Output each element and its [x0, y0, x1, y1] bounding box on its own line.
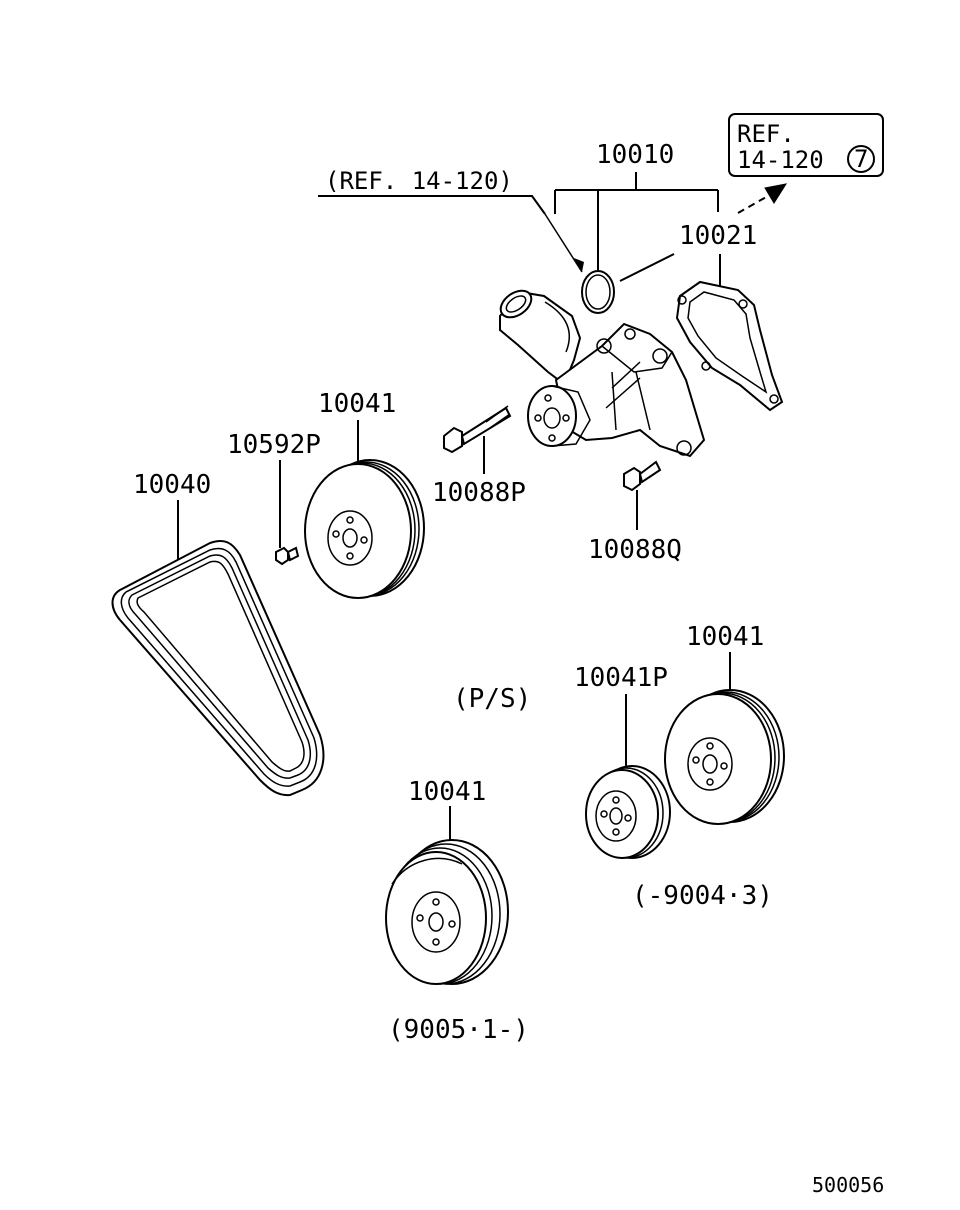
ref-inline-label[interactable]: (REF. 14-120)	[325, 167, 513, 195]
label-pulley-right[interactable]: 10041	[686, 622, 764, 652]
label-small-bolt[interactable]: 10592P	[227, 430, 321, 460]
label-gasket[interactable]: 10021	[679, 221, 757, 251]
label-long-bolt[interactable]: 10088P	[432, 478, 526, 508]
pulley-bottom[interactable]	[385, 839, 509, 985]
long-bolt[interactable]	[443, 405, 512, 454]
water-pump[interactable]	[496, 285, 706, 458]
gasket[interactable]	[675, 280, 784, 412]
short-bolt[interactable]	[623, 460, 662, 492]
ref-box-circle-number: 7	[854, 145, 868, 173]
water-pump-leader	[554, 172, 719, 270]
label-range-early[interactable]: (-9004·3)	[632, 881, 773, 911]
label-pulley-bottom[interactable]: 10041	[408, 777, 486, 807]
label-belt[interactable]: 10040	[133, 470, 211, 500]
pulley-right[interactable]	[664, 689, 785, 825]
ref-inline-arrow	[544, 213, 583, 273]
label-power-steering[interactable]: (P/S)	[453, 684, 531, 714]
small-bolt[interactable]	[275, 546, 300, 566]
ref-number-circle	[847, 145, 875, 173]
ref-arrowhead-icon	[574, 258, 584, 272]
o-ring[interactable]	[581, 270, 615, 314]
label-water-pump[interactable]: 10010	[596, 140, 674, 170]
label-short-bolt[interactable]: 10088Q	[588, 535, 682, 565]
ref-box-line1: REF.	[737, 120, 795, 148]
diagram-id: 500056	[812, 1173, 884, 1197]
label-pulley-small[interactable]: 10041P	[574, 663, 668, 693]
label-range-late[interactable]: (9005·1-)	[388, 1015, 529, 1045]
gasket-leader	[619, 253, 675, 282]
ref-inline-leader	[318, 195, 546, 215]
pulley-top[interactable]	[304, 459, 425, 599]
label-pulley-top[interactable]: 10041	[318, 389, 396, 419]
ref-box[interactable]: REF. 14-120 7	[728, 113, 884, 177]
pulley-small[interactable]	[585, 765, 671, 859]
ref-box-line2: 14-120	[737, 146, 824, 174]
drive-belt[interactable]	[111, 539, 325, 797]
ref-arrow-icon	[737, 183, 788, 214]
